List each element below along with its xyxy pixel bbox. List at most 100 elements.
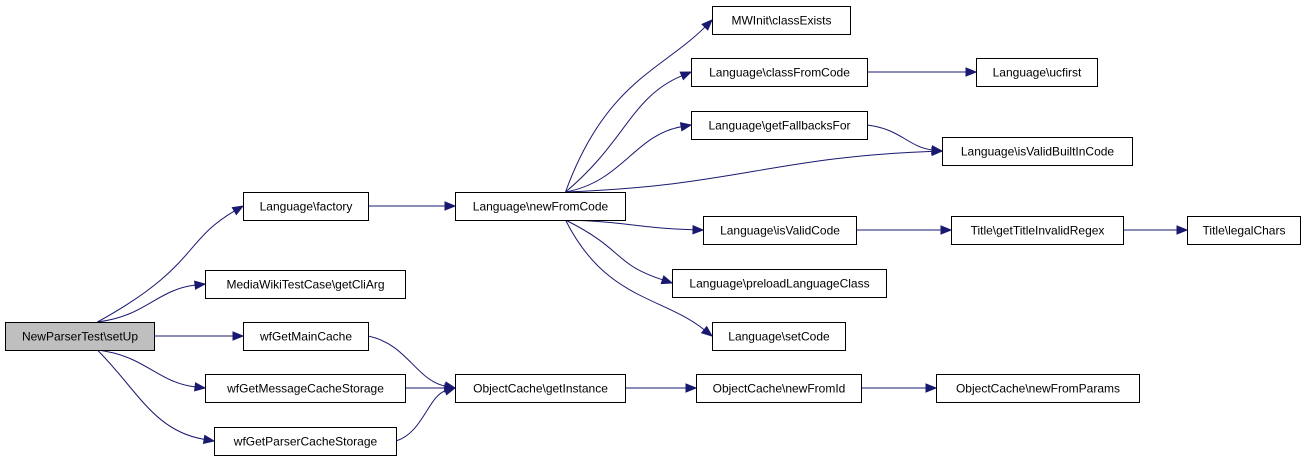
arrowhead [194,382,207,392]
edge-line [565,75,682,193]
node-box [455,192,626,221]
edge-getfallbacks-to-isvalidbuiltin [866,124,944,155]
node-label: ObjectCache\newFromParams [956,382,1120,396]
node-label: Language\setCode [728,330,830,344]
arrowhead [231,205,245,216]
edge-setup-to-getcliarg [97,280,207,323]
node-box [243,322,369,351]
node-preload[interactable]: Language\preloadLanguageClass [672,269,887,298]
arrowhead [679,71,693,81]
node-box [691,111,868,140]
edge-setup-to-parsercache [97,349,216,444]
arrowhead [925,383,938,393]
node-newfromcode[interactable]: Language\newFromCode [455,192,626,221]
edge-line [565,219,694,231]
arrowhead [679,122,693,132]
node-label: Title\getTitleInvalidRegex [971,224,1105,238]
node-box [5,322,155,351]
arrowhead [1176,225,1189,235]
edges-layer [97,19,1189,444]
node-label: MediaWikiTestCase\getCliArg [226,278,384,292]
arrowhead [685,383,698,393]
node-box [455,374,626,403]
arrowhead [931,145,944,155]
edge-line [97,210,235,323]
edge-setup-to-msgcache [97,349,207,392]
node-newfromparams[interactable]: ObjectCache\newFromParams [936,374,1140,403]
node-factory[interactable]: Language\factory [243,192,369,221]
edge-line [565,26,706,193]
node-box [205,374,406,403]
node-box [691,58,868,87]
edge-newfromcode-to-classfromcode [565,71,693,193]
edge-newfromcode-to-isvalidbuiltin [565,146,944,193]
edge-setup-to-maincache [154,331,245,341]
node-box [205,270,406,299]
node-isvalidcode[interactable]: Language\isValidCode [703,216,857,245]
arrowhead [701,19,713,31]
arrowhead [444,201,457,211]
node-box [942,137,1133,166]
node-label: wfGetParserCacheStorage [233,435,378,449]
edge-newfromcode-to-classexists [565,19,713,193]
edge-line [395,390,446,442]
arrowhead [232,331,245,341]
node-box [243,192,369,221]
node-setup[interactable]: NewParserTest\setUp [5,322,155,351]
node-gettitleinvalid[interactable]: Title\getTitleInvalidRegex [951,216,1124,245]
edge-line [565,219,705,331]
node-box [703,216,857,245]
edge-line [866,124,933,151]
node-label: Language\factory [260,200,353,214]
node-msgcache[interactable]: wfGetMessageCacheStorage [205,374,406,403]
node-getinstance[interactable]: ObjectCache\getInstance [455,374,626,403]
edge-factory-to-newfromcode [368,201,457,211]
node-label: Language\isValidBuiltInCode [961,145,1115,159]
node-isvalidbuiltin[interactable]: Language\isValidBuiltInCode [942,137,1133,166]
node-box [672,269,887,298]
node-label: Language\ucfirst [993,66,1082,80]
edge-getinstance-to-newfromid [624,383,698,393]
node-ucfirst[interactable]: Language\ucfirst [976,58,1098,87]
edge-line [97,349,205,440]
node-label: Language\isValidCode [720,224,840,238]
node-label: ObjectCache\getInstance [473,382,608,396]
node-box [696,374,862,403]
node-label: MWInit\classExists [731,14,831,28]
node-label: wfGetMainCache [259,330,352,344]
node-label: Language\preloadLanguageClass [689,277,869,291]
arrowhead [692,225,705,235]
edge-setup-to-factory [97,205,245,323]
node-parsercache[interactable]: wfGetParserCacheStorage [214,427,397,456]
node-box [214,427,397,456]
arrowhead [202,434,216,444]
node-box [951,216,1124,245]
node-classexists[interactable]: MWInit\classExists [712,6,851,35]
node-getfallbacks[interactable]: Language\getFallbacksFor [691,111,868,140]
edge-newfromid-to-newfromparams [860,383,938,393]
node-label: Language\classFromCode [709,66,850,80]
arrowhead [443,386,457,396]
edge-parsercache-to-getinstance [395,386,457,442]
edge-gettitleinvalid-to-legalchars [1122,225,1189,235]
edge-isvalidcode-to-gettitleinvalid [855,225,953,235]
node-label: Language\newFromCode [473,200,609,214]
node-legalchars[interactable]: Title\legalChars [1187,216,1301,245]
node-maincache[interactable]: wfGetMainCache [243,322,369,351]
edge-line [97,284,196,323]
node-box [712,322,846,351]
node-box [936,374,1140,403]
node-label: Title\legalChars [1203,224,1286,238]
node-setcode[interactable]: Language\setCode [712,322,846,351]
arrowhead [194,280,207,290]
edge-newfromcode-to-getfallbacks [565,122,693,193]
node-newfromid[interactable]: ObjectCache\newFromId [696,374,862,403]
node-label: NewParserTest\setUp [22,330,138,344]
edge-line [565,150,933,193]
node-box [712,6,851,35]
node-classfromcode[interactable]: Language\classFromCode [691,58,868,87]
node-getcliarg[interactable]: MediaWikiTestCase\getCliArg [205,270,406,299]
node-label: wfGetMessageCacheStorage [226,382,384,396]
edge-classfromcode-to-ucfirst [867,67,978,77]
